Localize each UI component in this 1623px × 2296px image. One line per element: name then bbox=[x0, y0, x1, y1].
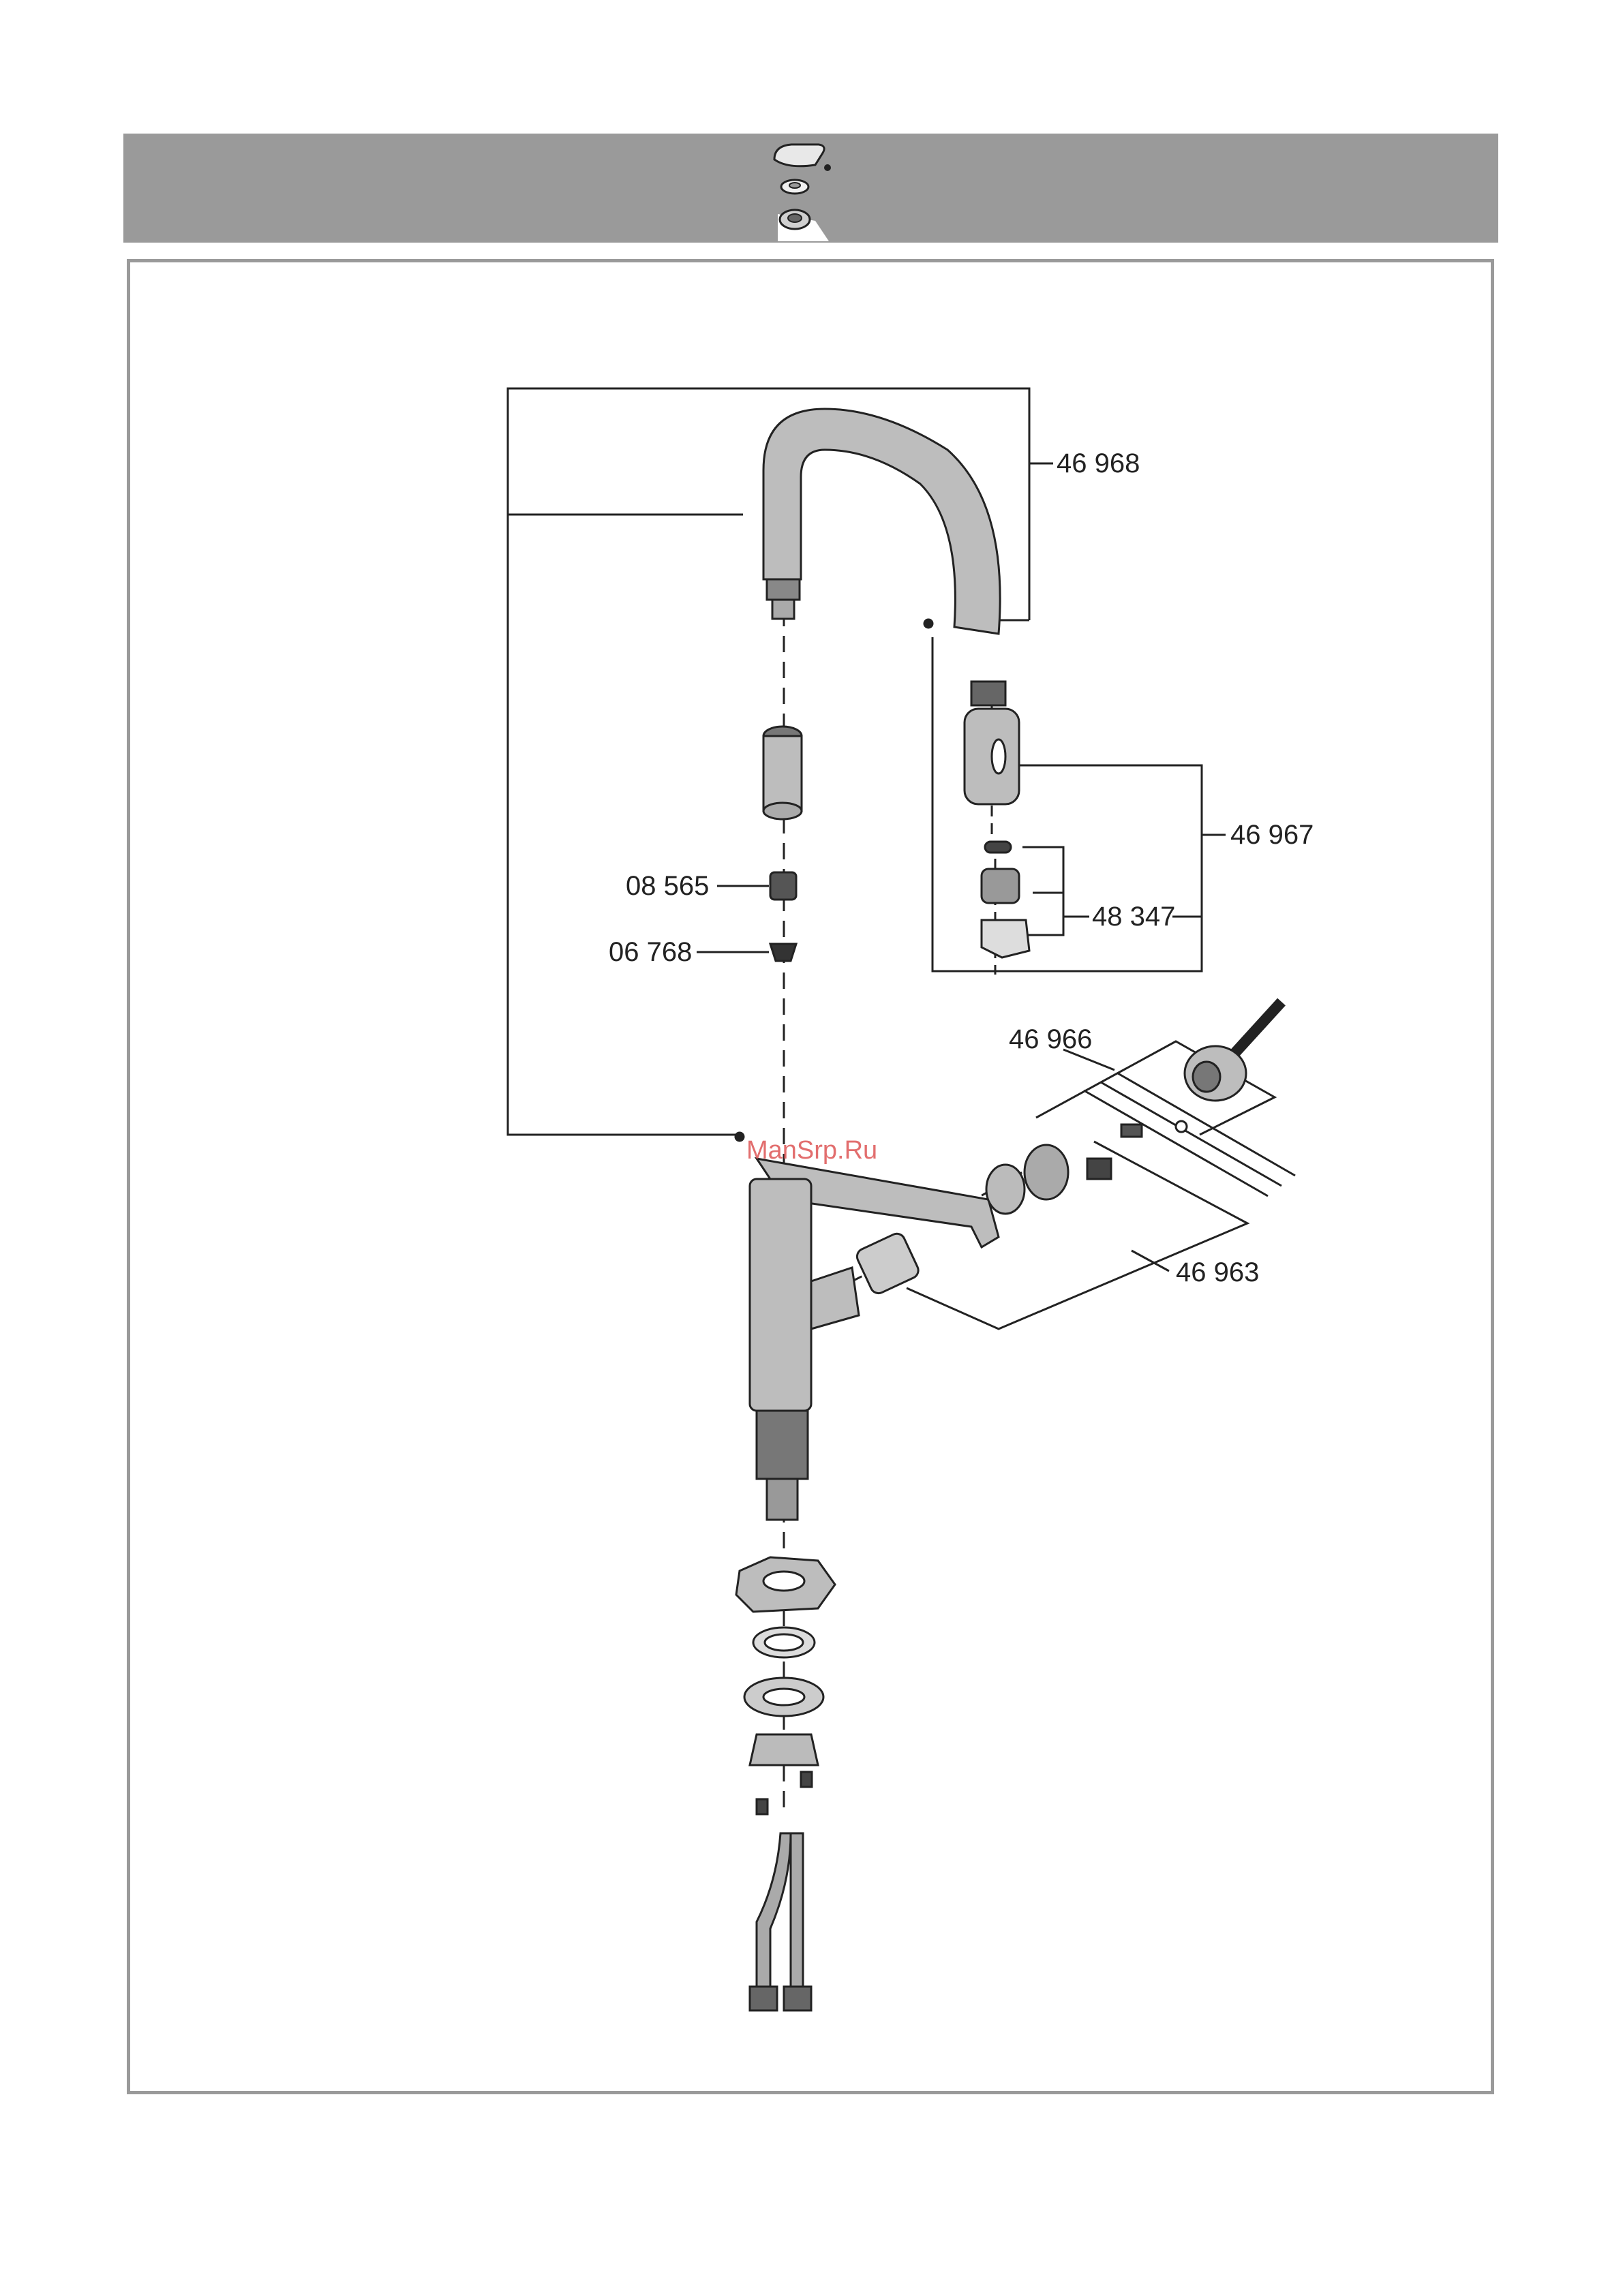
mounting-hardware bbox=[736, 1557, 835, 1814]
label-handspray: 46 967 bbox=[1230, 820, 1314, 850]
label-check-valve: 06 768 bbox=[609, 937, 692, 967]
label-lever: 46 966 bbox=[1009, 1024, 1092, 1054]
label-aerator: 48 347 bbox=[1092, 902, 1175, 932]
label-insert: 08 565 bbox=[626, 871, 709, 901]
cartridge-plane bbox=[907, 1142, 1247, 1329]
mixer-body bbox=[735, 1133, 999, 1520]
spout-part bbox=[763, 409, 1005, 705]
aerator-bracket bbox=[1022, 847, 1063, 935]
supply-hoses bbox=[750, 1833, 811, 2010]
label-cartridge: 46 963 bbox=[1176, 1257, 1259, 1287]
watermark-text: ManSrp.Ru bbox=[746, 1136, 877, 1165]
label-spout: 46 968 bbox=[1057, 448, 1140, 478]
tube-insert bbox=[763, 726, 802, 961]
handspray-part bbox=[965, 709, 1029, 958]
lever-part bbox=[1121, 1002, 1281, 1137]
cartridge-leader bbox=[1132, 1251, 1169, 1271]
